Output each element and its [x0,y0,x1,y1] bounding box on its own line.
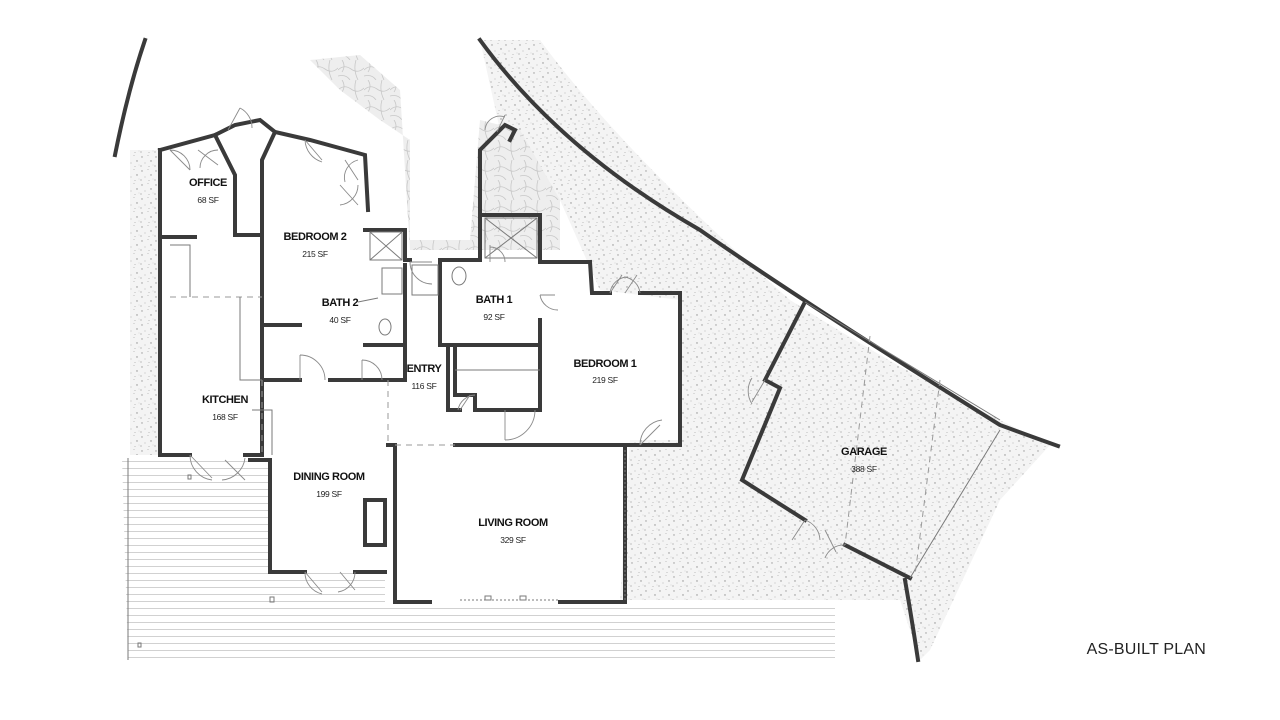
garage-area: 388 SF [851,464,877,474]
bath1-label: BATH 1 [476,294,513,306]
interior-fixtures [137,217,626,648]
bath2-leader [357,297,379,303]
deck [122,458,835,660]
dining-area: 199 SF [316,489,342,499]
garage-walls [739,299,1001,581]
bedroom1-area: 219 SF [592,375,618,385]
doors [169,107,846,595]
living-label: LIVING ROOM [478,517,548,529]
bedroom2-label: BEDROOM 2 [283,231,346,243]
retaining-walls [112,37,1061,663]
stone-path [310,55,560,250]
site-landscape [122,40,1050,660]
garage-label: GARAGE [841,446,887,458]
living-area: 329 SF [500,535,526,545]
bath2-label: BATH 2 [322,297,359,309]
house-walls [157,117,682,604]
entry-label: ENTRY [407,363,443,375]
bedroom2-area: 215 SF [302,249,328,259]
bath1-area: 92 SF [483,312,504,322]
office-label: OFFICE [189,177,227,189]
gravel-yard [480,40,1050,660]
gravel-west [130,150,160,455]
entry-area: 116 SF [412,381,437,391]
dining-label: DINING ROOM [293,471,365,483]
bedroom1-label: BEDROOM 1 [573,358,636,370]
kitchen-label: KITCHEN [202,394,249,406]
office-area: 68 SF [197,195,218,205]
room-labels: OFFICE 68 SF BEDROOM 2 215 SF BATH 2 40 … [189,177,887,545]
bath2-area: 40 SF [329,315,350,325]
plan-title: AS-BUILT PLAN [1086,641,1206,658]
kitchen-area: 168 SF [212,412,238,422]
